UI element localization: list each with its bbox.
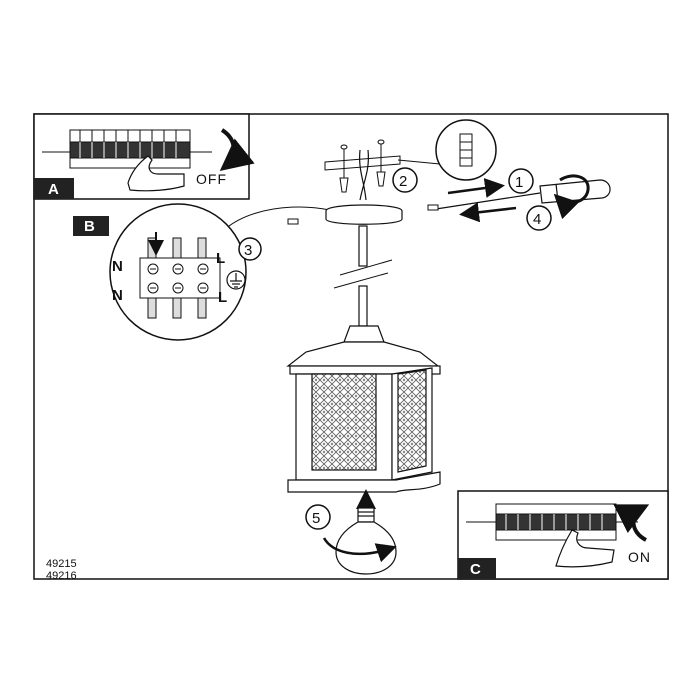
wire-pair (359, 149, 369, 201)
step-2-number: 2 (399, 173, 407, 190)
detail-callout-line (397, 159, 441, 165)
rotate-arrow-icon (219, 128, 255, 172)
rotate-arrow-icon (553, 174, 590, 220)
hand-icon (555, 529, 615, 568)
light-bulb-icon (335, 507, 397, 575)
ground-icon (226, 270, 246, 290)
screw-icon (339, 139, 386, 193)
panel-b-letter: B (84, 218, 95, 235)
lantern-icon (286, 204, 441, 493)
mounting-bracket (324, 155, 401, 171)
cable-clamp-icon (459, 133, 473, 167)
suspension-rod-bottom (358, 285, 368, 327)
step-2-circle (392, 167, 418, 193)
step-5-number: 5 (312, 510, 320, 527)
panel-b-badge (73, 216, 109, 236)
panel-a-letter: A (48, 181, 59, 198)
arrow-step-4 (459, 202, 517, 223)
lattice-panel-front (311, 373, 377, 471)
outer-frame (33, 113, 669, 580)
panel-a-badge (34, 178, 74, 199)
rotate-arrow-icon (613, 504, 650, 542)
step-1-circle (508, 168, 534, 194)
panel-c-badge (458, 558, 496, 579)
panel-c: ON C (457, 490, 669, 580)
panel-b: B N L N L 3 (73, 203, 331, 341)
suspension-rod-top (358, 225, 368, 267)
model-number-2: 49216 (46, 570, 77, 582)
step-1-number: 1 (515, 174, 523, 191)
step-5-circle (305, 504, 331, 530)
break-mark-1 (339, 259, 393, 276)
step-4-circle (526, 205, 552, 231)
terminal-label-l-bottom: L (218, 289, 227, 306)
terminal-label-n-bottom: N (112, 287, 123, 304)
screw-icon (287, 204, 439, 225)
step-3-circle (238, 237, 262, 261)
ceiling-canopy (325, 204, 403, 225)
model-number-1: 49215 (46, 558, 77, 570)
break-mark-2 (333, 272, 389, 289)
terminal-label-l-top: L (216, 250, 225, 267)
hand-icon (127, 155, 185, 192)
lantern-roof (286, 341, 440, 367)
mounting-hardware: 2 (324, 119, 497, 201)
lantern-base (287, 471, 441, 493)
bulb-step: 5 (305, 489, 397, 575)
breaker-strip-a (42, 129, 212, 169)
panel-c-letter: C (470, 561, 481, 578)
screwdriver-assembly: 1 4 (287, 168, 611, 231)
rotate-arrow-icon (322, 537, 397, 563)
arrow-step-1 (447, 178, 505, 198)
lantern-crown (343, 325, 385, 343)
panel-a-state-label: OFF (196, 171, 227, 187)
panel-c-state-label: ON (628, 549, 651, 565)
terminal-label-n-top: N (112, 258, 123, 275)
step-4-number: 4 (533, 211, 541, 228)
lattice-panel-side (397, 369, 427, 473)
step-3-number: 3 (244, 242, 252, 259)
panel-a: OFF A (33, 113, 255, 200)
